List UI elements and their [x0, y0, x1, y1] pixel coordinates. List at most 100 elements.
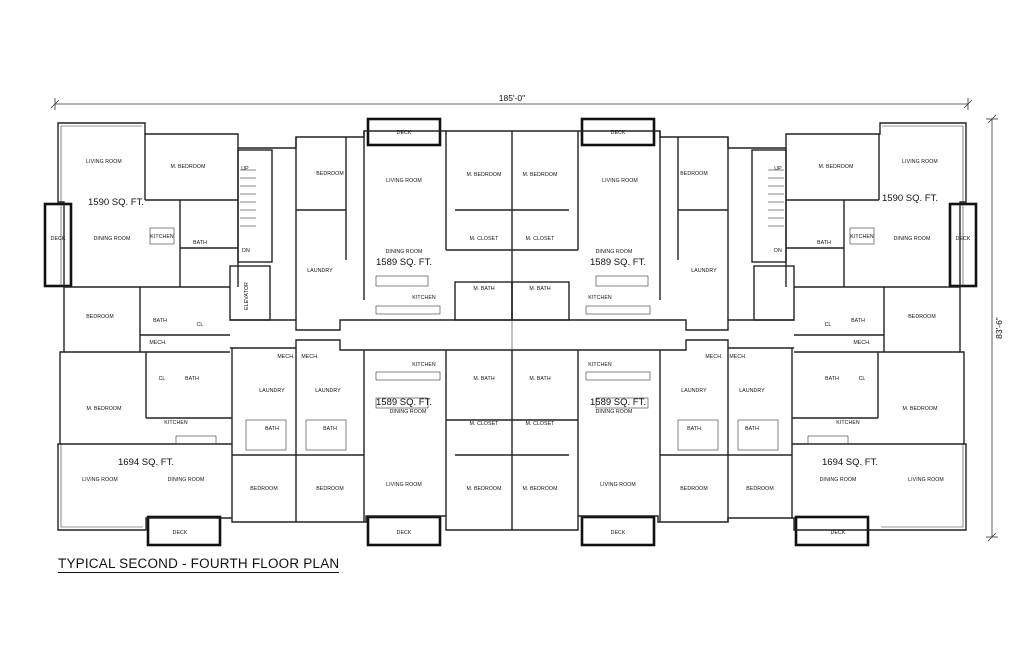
deck-label: DECK — [611, 130, 626, 136]
room-label: BATH — [185, 376, 199, 382]
room-label: LAUNDRY — [691, 268, 717, 274]
room-label: MECH. — [853, 340, 870, 346]
room-label: LIVING ROOM — [600, 482, 636, 488]
room-label: KITCHEN — [164, 420, 188, 426]
stair-down-label: DN — [774, 248, 782, 254]
room-label: BATH — [193, 240, 207, 246]
room-label: M. BATH — [529, 376, 551, 382]
unit-areas: 1590 SQ. FT. 1590 SQ. FT. 1589 SQ. FT. 1… — [88, 193, 938, 468]
room-label: BEDROOM — [908, 314, 936, 320]
room-label: M. BEDROOM — [902, 406, 937, 412]
unit-area-label: 1589 SQ. FT. — [590, 397, 646, 408]
room-label: BATH — [851, 318, 865, 324]
deck-label: DECK — [397, 530, 412, 536]
room-label: DINING ROOM — [820, 477, 857, 483]
room-label: LAUNDRY — [259, 388, 285, 394]
depth-dimension-label: 83'-6" — [994, 317, 1004, 339]
room-label: LIVING ROOM — [602, 178, 638, 184]
room-label: M. BEDROOM — [818, 164, 853, 170]
room-label: CL — [159, 376, 166, 382]
room-label: M. CLOSET — [470, 421, 500, 427]
room-label: LAUNDRY — [739, 388, 765, 394]
deck-label: DECK — [956, 236, 971, 242]
room-label: M. BEDROOM — [86, 406, 121, 412]
room-label: LAUNDRY — [681, 388, 707, 394]
room-label: KITCHEN — [150, 234, 174, 240]
stair-up-label: UP — [241, 166, 249, 172]
room-label: M. BATH — [529, 286, 551, 292]
room-label: KITCHEN — [850, 234, 874, 240]
room-label: MECH. — [705, 354, 722, 360]
room-label: KITCHEN — [836, 420, 860, 426]
stair-up-label: UP — [774, 166, 782, 172]
room-label: MECH. — [149, 340, 166, 346]
room-label: CL — [859, 376, 866, 382]
room-label: BEDROOM — [316, 486, 344, 492]
room-label: LIVING ROOM — [386, 178, 422, 184]
room-label: KITCHEN — [412, 362, 436, 368]
interior-walls-upper — [64, 131, 960, 321]
stair-down-label: DN — [242, 248, 250, 254]
room-label: M. CLOSET — [470, 236, 500, 242]
corridor — [230, 319, 794, 351]
elevator-label: ELEVATOR — [244, 282, 250, 310]
room-label: CL — [197, 322, 204, 328]
room-label: LIVING ROOM — [908, 477, 944, 483]
room-label: M. BEDROOM — [466, 172, 501, 178]
unit-area-label: 1589 SQ. FT. — [376, 257, 432, 268]
room-label: BEDROOM — [680, 171, 708, 177]
room-label: BEDROOM — [316, 171, 344, 177]
room-label: M. BEDROOM — [466, 486, 501, 492]
room-label: BEDROOM — [746, 486, 774, 492]
room-labels-lower: M. BEDROOM CL BATH KITCHEN LIVING ROOM D… — [82, 354, 944, 492]
interior-walls-middle — [64, 287, 960, 353]
room-label: KITCHEN — [588, 362, 612, 368]
room-label: BEDROOM — [250, 486, 278, 492]
room-label: M. CLOSET — [526, 236, 556, 242]
room-label: BATH — [745, 426, 759, 432]
width-dimension — [50, 98, 973, 110]
room-label: LAUNDRY — [307, 268, 333, 274]
room-label: MECH. — [729, 354, 746, 360]
depth-dimension — [986, 114, 998, 542]
room-label: DINING ROOM — [168, 477, 205, 483]
deck-label: DECK — [51, 236, 66, 242]
room-label: LIVING ROOM — [902, 159, 938, 165]
deck-label: DECK — [611, 530, 626, 536]
room-label: BEDROOM — [680, 486, 708, 492]
room-label: M. BATH — [473, 376, 495, 382]
deck-label: DECK — [831, 530, 846, 536]
width-dimension-label: 185'-0" — [499, 93, 525, 103]
unit-area-label: 1590 SQ. FT. — [882, 193, 938, 204]
room-label: M. CLOSET — [526, 421, 556, 427]
room-label: LIVING ROOM — [82, 477, 118, 483]
room-label: M. BATH — [473, 286, 495, 292]
room-label: BATH — [687, 426, 701, 432]
room-label: MECH. — [277, 354, 294, 360]
room-labels-upper: LIVING ROOM M. BEDROOM DINING ROOM KITCH… — [86, 159, 938, 310]
room-label: CL — [825, 322, 832, 328]
room-label: LIVING ROOM — [386, 482, 422, 488]
room-label: M. BEDROOM — [522, 172, 557, 178]
decks — [43, 117, 978, 547]
room-label: BATH — [265, 426, 279, 432]
interior-walls-lower — [60, 348, 964, 530]
room-label: DINING ROOM — [94, 236, 131, 242]
room-label: BATH — [153, 318, 167, 324]
unit-area-label: 1590 SQ. FT. — [88, 197, 144, 208]
room-label: M. BEDROOM — [522, 486, 557, 492]
room-label: MECH. — [301, 354, 318, 360]
room-label: KITCHEN — [588, 295, 612, 301]
room-label: BEDROOM — [86, 314, 114, 320]
room-label: KITCHEN — [412, 295, 436, 301]
room-label: LAUNDRY — [315, 388, 341, 394]
room-label: DINING ROOM — [894, 236, 931, 242]
unit-area-label: 1589 SQ. FT. — [590, 257, 646, 268]
room-label: DINING ROOM — [596, 409, 633, 415]
room-label: BATH — [825, 376, 839, 382]
room-label: BATH — [323, 426, 337, 432]
unit-area-label: 1694 SQ. FT. — [822, 457, 878, 468]
deck-label: DECK — [397, 130, 412, 136]
room-label: DINING ROOM — [596, 249, 633, 255]
